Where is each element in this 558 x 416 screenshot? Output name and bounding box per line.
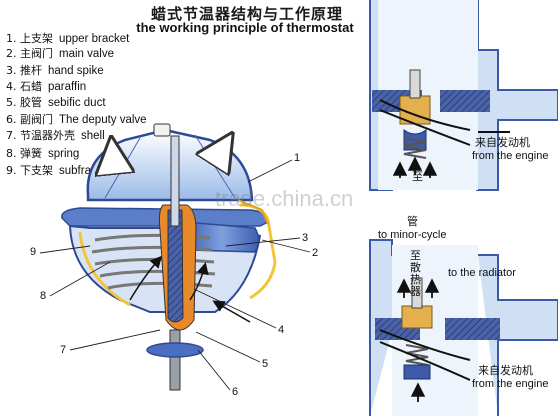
bottom-to-radiator-cn: 至散热器 xyxy=(410,250,424,298)
sebific-duct xyxy=(167,209,184,323)
legend-item-paraffin: 4. 石蜡 paraffin xyxy=(6,78,86,94)
watermark: trade.china.cn xyxy=(215,186,354,211)
callout-2: 2 xyxy=(312,247,319,259)
callout-7: 7 xyxy=(60,344,67,356)
legend-number: 3. xyxy=(6,64,17,77)
legend-english: sebific duct xyxy=(48,97,106,109)
legend-item-sebific-duct: 5. 胶管 sebific duct xyxy=(6,94,106,110)
callout-6: 6 xyxy=(232,386,239,398)
legend-number: 8. xyxy=(6,147,17,160)
legend-number: 7. xyxy=(6,129,17,142)
top-to-minor-cn-2: 管 xyxy=(407,213,418,229)
bottom-from-engine-cn: 来自发动机 xyxy=(478,362,533,378)
legend-number: 2. xyxy=(6,47,17,60)
legend-chinese: 主阀门 xyxy=(20,47,53,60)
open-cycle-section-top xyxy=(369,0,558,191)
legend-number: 9. xyxy=(6,164,17,177)
legend-chinese: 节温器外壳 xyxy=(20,129,75,142)
legend-chinese: 胶管 xyxy=(20,96,42,109)
bottom-to-radiator-en-text: to the radiator xyxy=(448,267,516,279)
bottom-from-engine-en: from the engine xyxy=(472,377,548,390)
bottom-to-radiator-cn-text: 至散热器 xyxy=(410,249,421,298)
legend-number: 4. xyxy=(6,80,17,93)
legend-chinese: 上支架 xyxy=(20,32,53,45)
callout-4: 4 xyxy=(278,324,285,336)
legend-english: spring xyxy=(48,148,80,160)
legend-number: 1. xyxy=(6,32,17,45)
closed-cycle-section-bottom xyxy=(369,239,558,416)
legend-item-spring: 8. 弹簧 spring xyxy=(6,145,79,161)
legend-english: main valve xyxy=(59,48,114,60)
legend-english: hand spike xyxy=(48,65,104,77)
legend-item-deputy-valve: 6. 副阀门 The deputy valve xyxy=(6,111,147,127)
callout-8: 8 xyxy=(40,290,47,302)
legend-number: 5. xyxy=(6,96,17,109)
callout-5: 5 xyxy=(262,358,269,370)
callout-leaders xyxy=(39,159,311,391)
callout-1: 1 xyxy=(294,152,301,164)
bottom-from-engine-en-text: from the engine xyxy=(472,378,549,390)
bottom-from-engine-cn-text: 来自发动机 xyxy=(478,364,533,377)
top-to-minor-en: to minor-cycle xyxy=(378,228,446,241)
legend-item-upper-bracket: 1. 上支架 upper bracket xyxy=(6,30,129,46)
legend-chinese: 推杆 xyxy=(20,64,42,77)
legend-item-main-valve: 2. 主阀门 main valve xyxy=(6,45,114,61)
top-to-minor-cn: 至 xyxy=(412,168,423,184)
bottom-to-radiator-en: to the radiator xyxy=(448,266,516,279)
legend-english: The deputy valve xyxy=(59,114,147,126)
top-from-engine-en-text: from the engine xyxy=(472,150,549,162)
top-from-engine-cn-text: 来自发动机 xyxy=(475,136,530,149)
top-cap xyxy=(153,123,171,137)
legend-number: 6. xyxy=(6,113,17,126)
main-thermostat-illustration xyxy=(61,123,277,391)
legend-chinese: 石蜡 xyxy=(20,80,42,93)
legend-chinese: 副阀门 xyxy=(20,113,53,126)
top-from-engine-en: from the engine xyxy=(472,149,548,162)
callout-9: 9 xyxy=(30,246,37,258)
legend-chinese: 下支架 xyxy=(20,164,53,177)
lower-stem xyxy=(169,329,181,391)
title-english: the working principle of thermostat xyxy=(136,20,354,35)
title-chinese: 蜡式节温器结构与工作原理 xyxy=(150,5,343,23)
legend-english: paraffin xyxy=(48,81,87,93)
top-to-minor-en-text: to minor-cycle xyxy=(378,229,447,241)
top-to-minor-cn-text: 至 xyxy=(412,170,423,183)
top-from-engine-cn: 来自发动机 xyxy=(475,134,530,150)
legend-chinese: 弹簧 xyxy=(20,147,42,160)
deputy-valve xyxy=(146,342,204,358)
legend-english: upper bracket xyxy=(59,33,130,45)
hand-spike xyxy=(170,135,180,227)
callout-3: 3 xyxy=(302,232,309,244)
top-to-minor-cn-2-text: 管 xyxy=(407,215,418,228)
legend-item-hand-spike: 3. 推杆 hand spike xyxy=(6,62,104,78)
